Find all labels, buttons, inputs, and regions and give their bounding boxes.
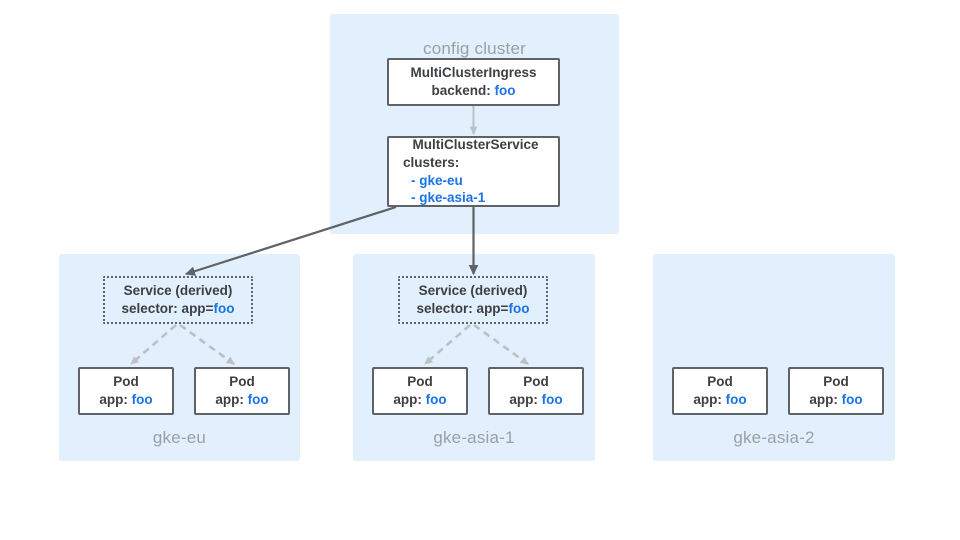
service-derived-selector-value: foo [213, 301, 235, 316]
cluster-panel-gke-asia-1: gke-asia-1 [353, 254, 595, 461]
pod-app-label: app: [393, 392, 422, 407]
resource-box-pod[interactable]: Pod app: foo [672, 367, 768, 415]
service-derived-title: Service (derived) [418, 283, 528, 299]
pod-app-value: foo [841, 392, 863, 407]
pod-label-row: app: foo [393, 391, 446, 409]
resource-box-service-derived-gke-asia-1[interactable]: Service (derived) selector: app=foo [398, 276, 548, 324]
pod-app-label: app: [99, 392, 128, 407]
resource-box-pod[interactable]: Pod app: foo [372, 367, 468, 415]
multiclusterservice-clusters-label: clusters: [403, 154, 460, 170]
pod-label-row: app: foo [509, 391, 562, 409]
pod-label-row: app: foo [215, 391, 268, 409]
pod-title: Pod [113, 374, 139, 390]
pod-app-value: foo [247, 392, 269, 407]
pod-label-row: app: foo [99, 391, 152, 409]
multiclusteringress-kind: MultiClusterIngress [410, 65, 537, 81]
cluster-panel-gke-asia-1-title: gke-asia-1 [433, 428, 515, 447]
cluster-panel-config-title: config cluster [423, 39, 526, 58]
service-derived-title: Service (derived) [123, 283, 233, 299]
pod-app-value: foo [725, 392, 747, 407]
pod-app-label: app: [215, 392, 244, 407]
pod-label-row: app: foo [693, 391, 746, 409]
pod-title: Pod [523, 374, 549, 390]
pod-title: Pod [407, 374, 433, 390]
multiclusteringress-backend-label: backend: [431, 83, 491, 98]
multiclusterservice-cluster-item: - gke-asia-1 [403, 189, 485, 207]
pod-app-value: foo [425, 392, 447, 407]
service-derived-selector-label: selector: app= [416, 301, 509, 316]
service-derived-selector: selector: app=foo [417, 300, 530, 318]
pod-title: Pod [707, 374, 733, 390]
service-derived-selector-value: foo [508, 301, 530, 316]
resource-box-pod[interactable]: Pod app: foo [194, 367, 290, 415]
pod-app-value: foo [541, 392, 563, 407]
multiclusterservice-kind: MultiClusterService [412, 136, 539, 152]
multiclusteringress-backend-value: foo [494, 83, 516, 98]
service-derived-selector-label: selector: app= [121, 301, 214, 316]
pod-app-label: app: [693, 392, 722, 407]
multiclusterservice-cluster-item-1: - gke-asia-1 [411, 190, 486, 206]
cluster-panel-gke-asia-2-title: gke-asia-2 [733, 428, 815, 447]
resource-box-pod[interactable]: Pod app: foo [488, 367, 584, 415]
pod-title: Pod [229, 374, 255, 390]
pod-app-label: app: [809, 392, 838, 407]
multiclusteringress-backend: backend: foo [431, 82, 515, 100]
resource-box-service-derived-gke-eu[interactable]: Service (derived) selector: app=foo [103, 276, 253, 324]
cluster-panel-gke-asia-2: gke-asia-2 [653, 254, 895, 461]
pod-label-row: app: foo [809, 391, 862, 409]
multiclusterservice-cluster-item: - gke-eu [403, 172, 463, 190]
resource-box-pod[interactable]: Pod app: foo [788, 367, 884, 415]
service-derived-selector: selector: app=foo [122, 300, 235, 318]
resource-box-pod[interactable]: Pod app: foo [78, 367, 174, 415]
pod-app-label: app: [509, 392, 538, 407]
resource-box-multiclusterservice[interactable]: MultiClusterService clusters: - gke-eu -… [387, 136, 560, 207]
cluster-panel-gke-eu-title: gke-eu [152, 428, 207, 447]
multiclusterservice-cluster-item-0: - gke-eu [411, 172, 463, 188]
pod-title: Pod [823, 374, 849, 390]
resource-box-multiclusteringress[interactable]: MultiClusterIngress backend: foo [387, 58, 560, 106]
pod-app-value: foo [131, 392, 153, 407]
